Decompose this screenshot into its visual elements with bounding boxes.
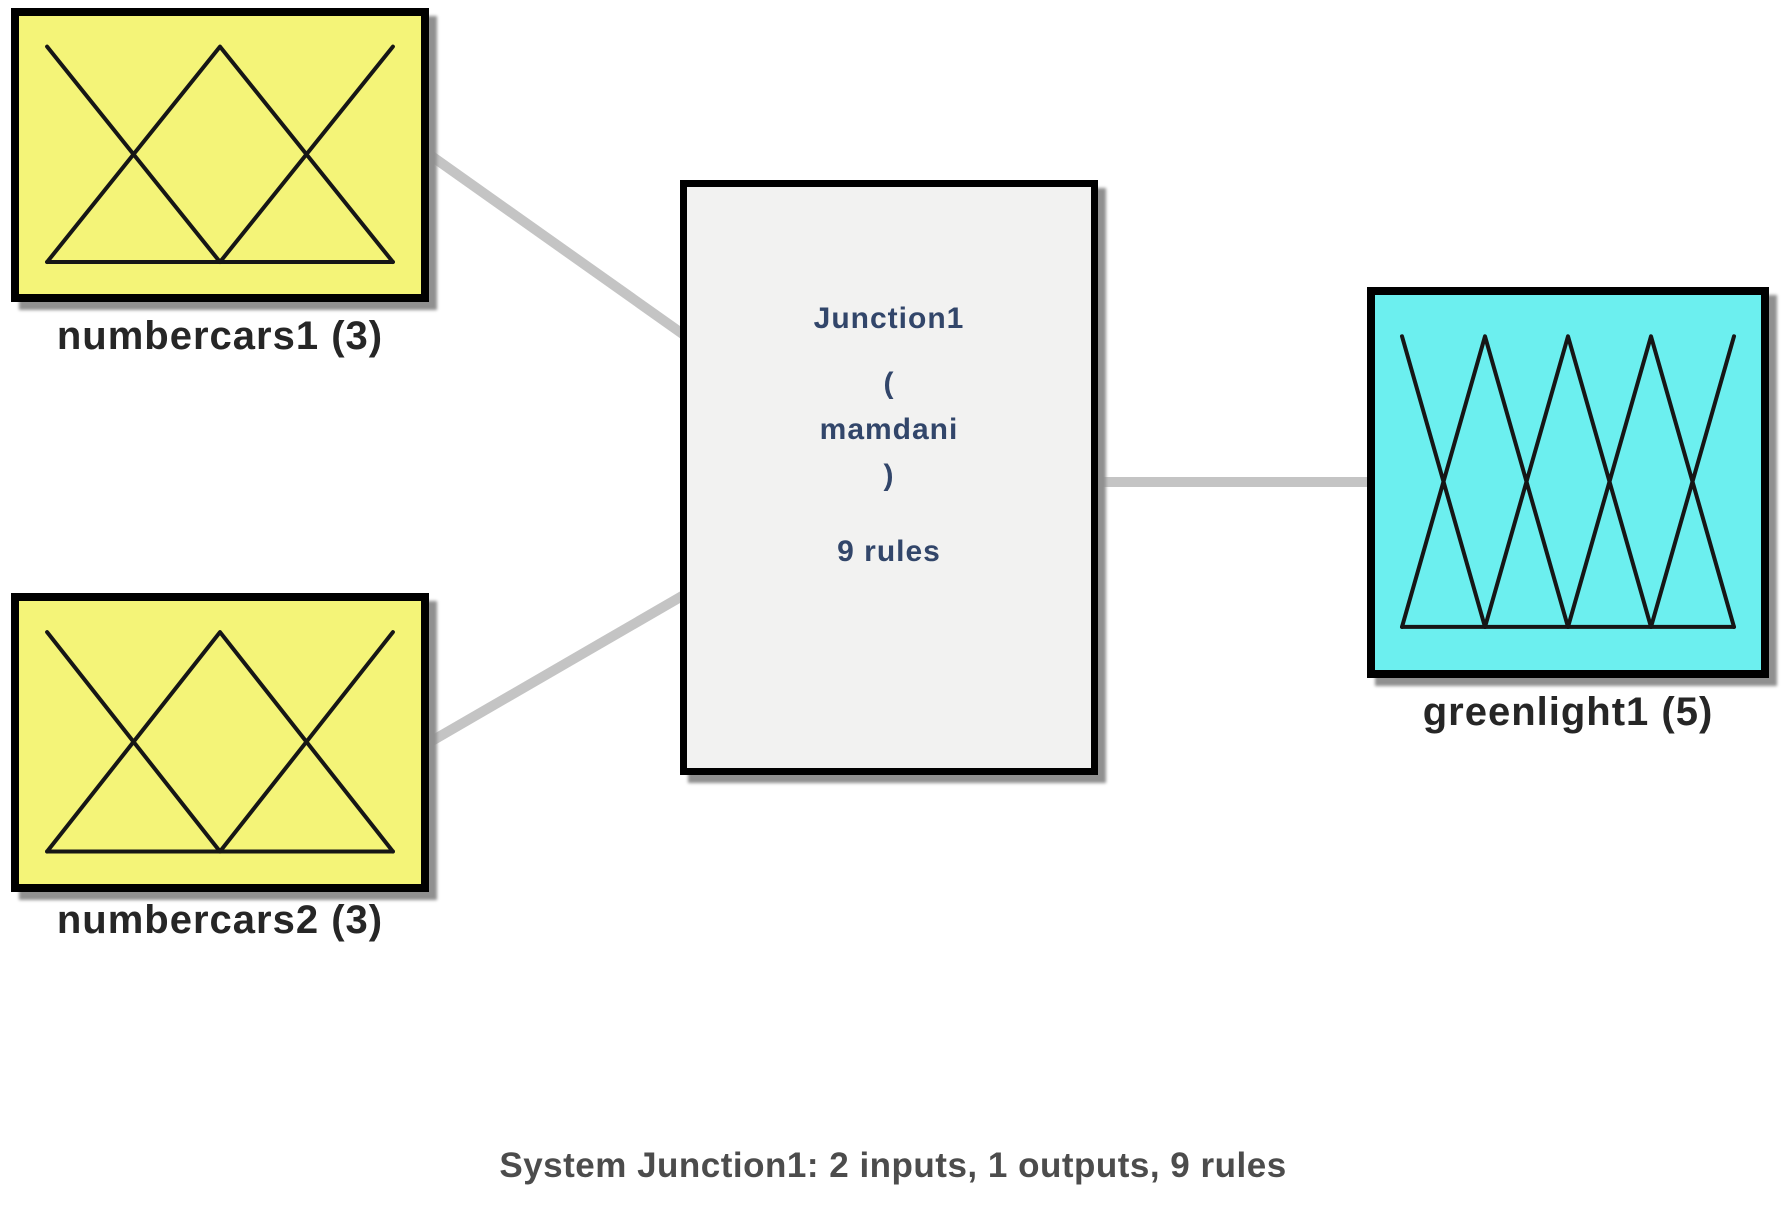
- system-name: Junction1: [813, 302, 965, 335]
- system-rules-count: 9 rules: [837, 535, 941, 568]
- system-summary-caption: System Junction1: 2 inputs, 1 outputs, 9…: [499, 1146, 1287, 1185]
- system-paren-close: ): [883, 459, 895, 492]
- output-variable-node-greenlight1[interactable]: [1367, 287, 1769, 678]
- inference-system-node-junction1[interactable]: Junction1 ( mamdani ) 9 rules: [680, 180, 1098, 775]
- system-inference-type: mamdani: [819, 413, 959, 446]
- input-variable-label: numbercars1 (3): [56, 314, 384, 358]
- membership-functions-plot-icon: [45, 44, 395, 264]
- input-variable-node-numbercars2[interactable]: [11, 593, 429, 892]
- output-variable-label: greenlight1 (5): [1422, 690, 1714, 734]
- membership-functions-plot-icon: [45, 630, 395, 854]
- system-paren-open: (: [883, 367, 895, 400]
- input-variable-label: numbercars2 (3): [56, 898, 384, 942]
- membership-functions-plot-icon: [1400, 334, 1736, 629]
- input-variable-node-numbercars1[interactable]: [11, 8, 429, 302]
